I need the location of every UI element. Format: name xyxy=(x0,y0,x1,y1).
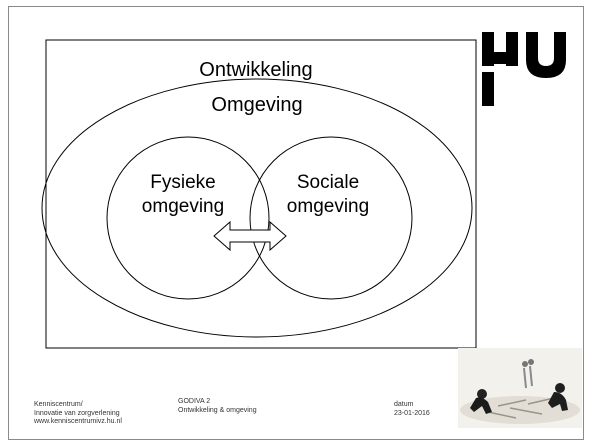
social-environment-circle xyxy=(249,136,413,300)
hu-logo-icon xyxy=(482,32,566,106)
footer-presentation-title: GODIVA 2 Ontwikkeling & omgeving xyxy=(178,398,257,414)
environment-ellipse xyxy=(41,78,473,338)
physical-environment-label-line2: omgeving xyxy=(142,196,224,217)
footer-date: datum 23-01-2016 xyxy=(394,401,430,417)
development-box xyxy=(45,39,477,349)
physical-environment-label-line1: Fysieke xyxy=(150,172,215,193)
social-environment-label-line1: Sociale xyxy=(297,172,359,193)
footer-organization: Kenniscentrum/ Innovatie van zorgverleni… xyxy=(34,401,122,425)
physical-environment-circle xyxy=(106,136,270,300)
children-playing-photo xyxy=(458,348,582,428)
environment-label: Omgeving xyxy=(211,94,302,116)
development-label: Ontwikkeling xyxy=(199,59,312,81)
double-arrow-icon xyxy=(213,220,287,252)
social-environment-label-line2: omgeving xyxy=(287,196,369,217)
